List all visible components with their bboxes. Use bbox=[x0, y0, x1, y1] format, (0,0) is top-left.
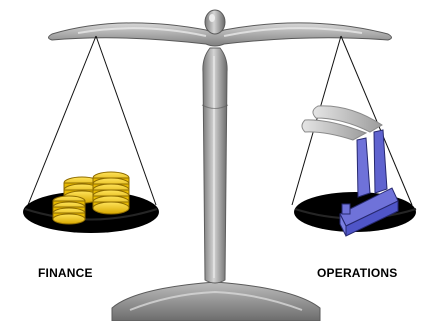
scale-top-knob bbox=[204, 9, 226, 35]
left-pan-assembly bbox=[23, 35, 159, 233]
scale-beam bbox=[48, 9, 392, 47]
finance-label: FINANCE bbox=[38, 266, 93, 280]
operations-label: OPERATIONS bbox=[317, 266, 398, 280]
factory-icon bbox=[301, 105, 399, 237]
factory-smoke bbox=[301, 119, 368, 141]
coin-stack-icon bbox=[52, 171, 130, 225]
scale-base bbox=[111, 281, 321, 321]
scale-column bbox=[201, 47, 229, 284]
